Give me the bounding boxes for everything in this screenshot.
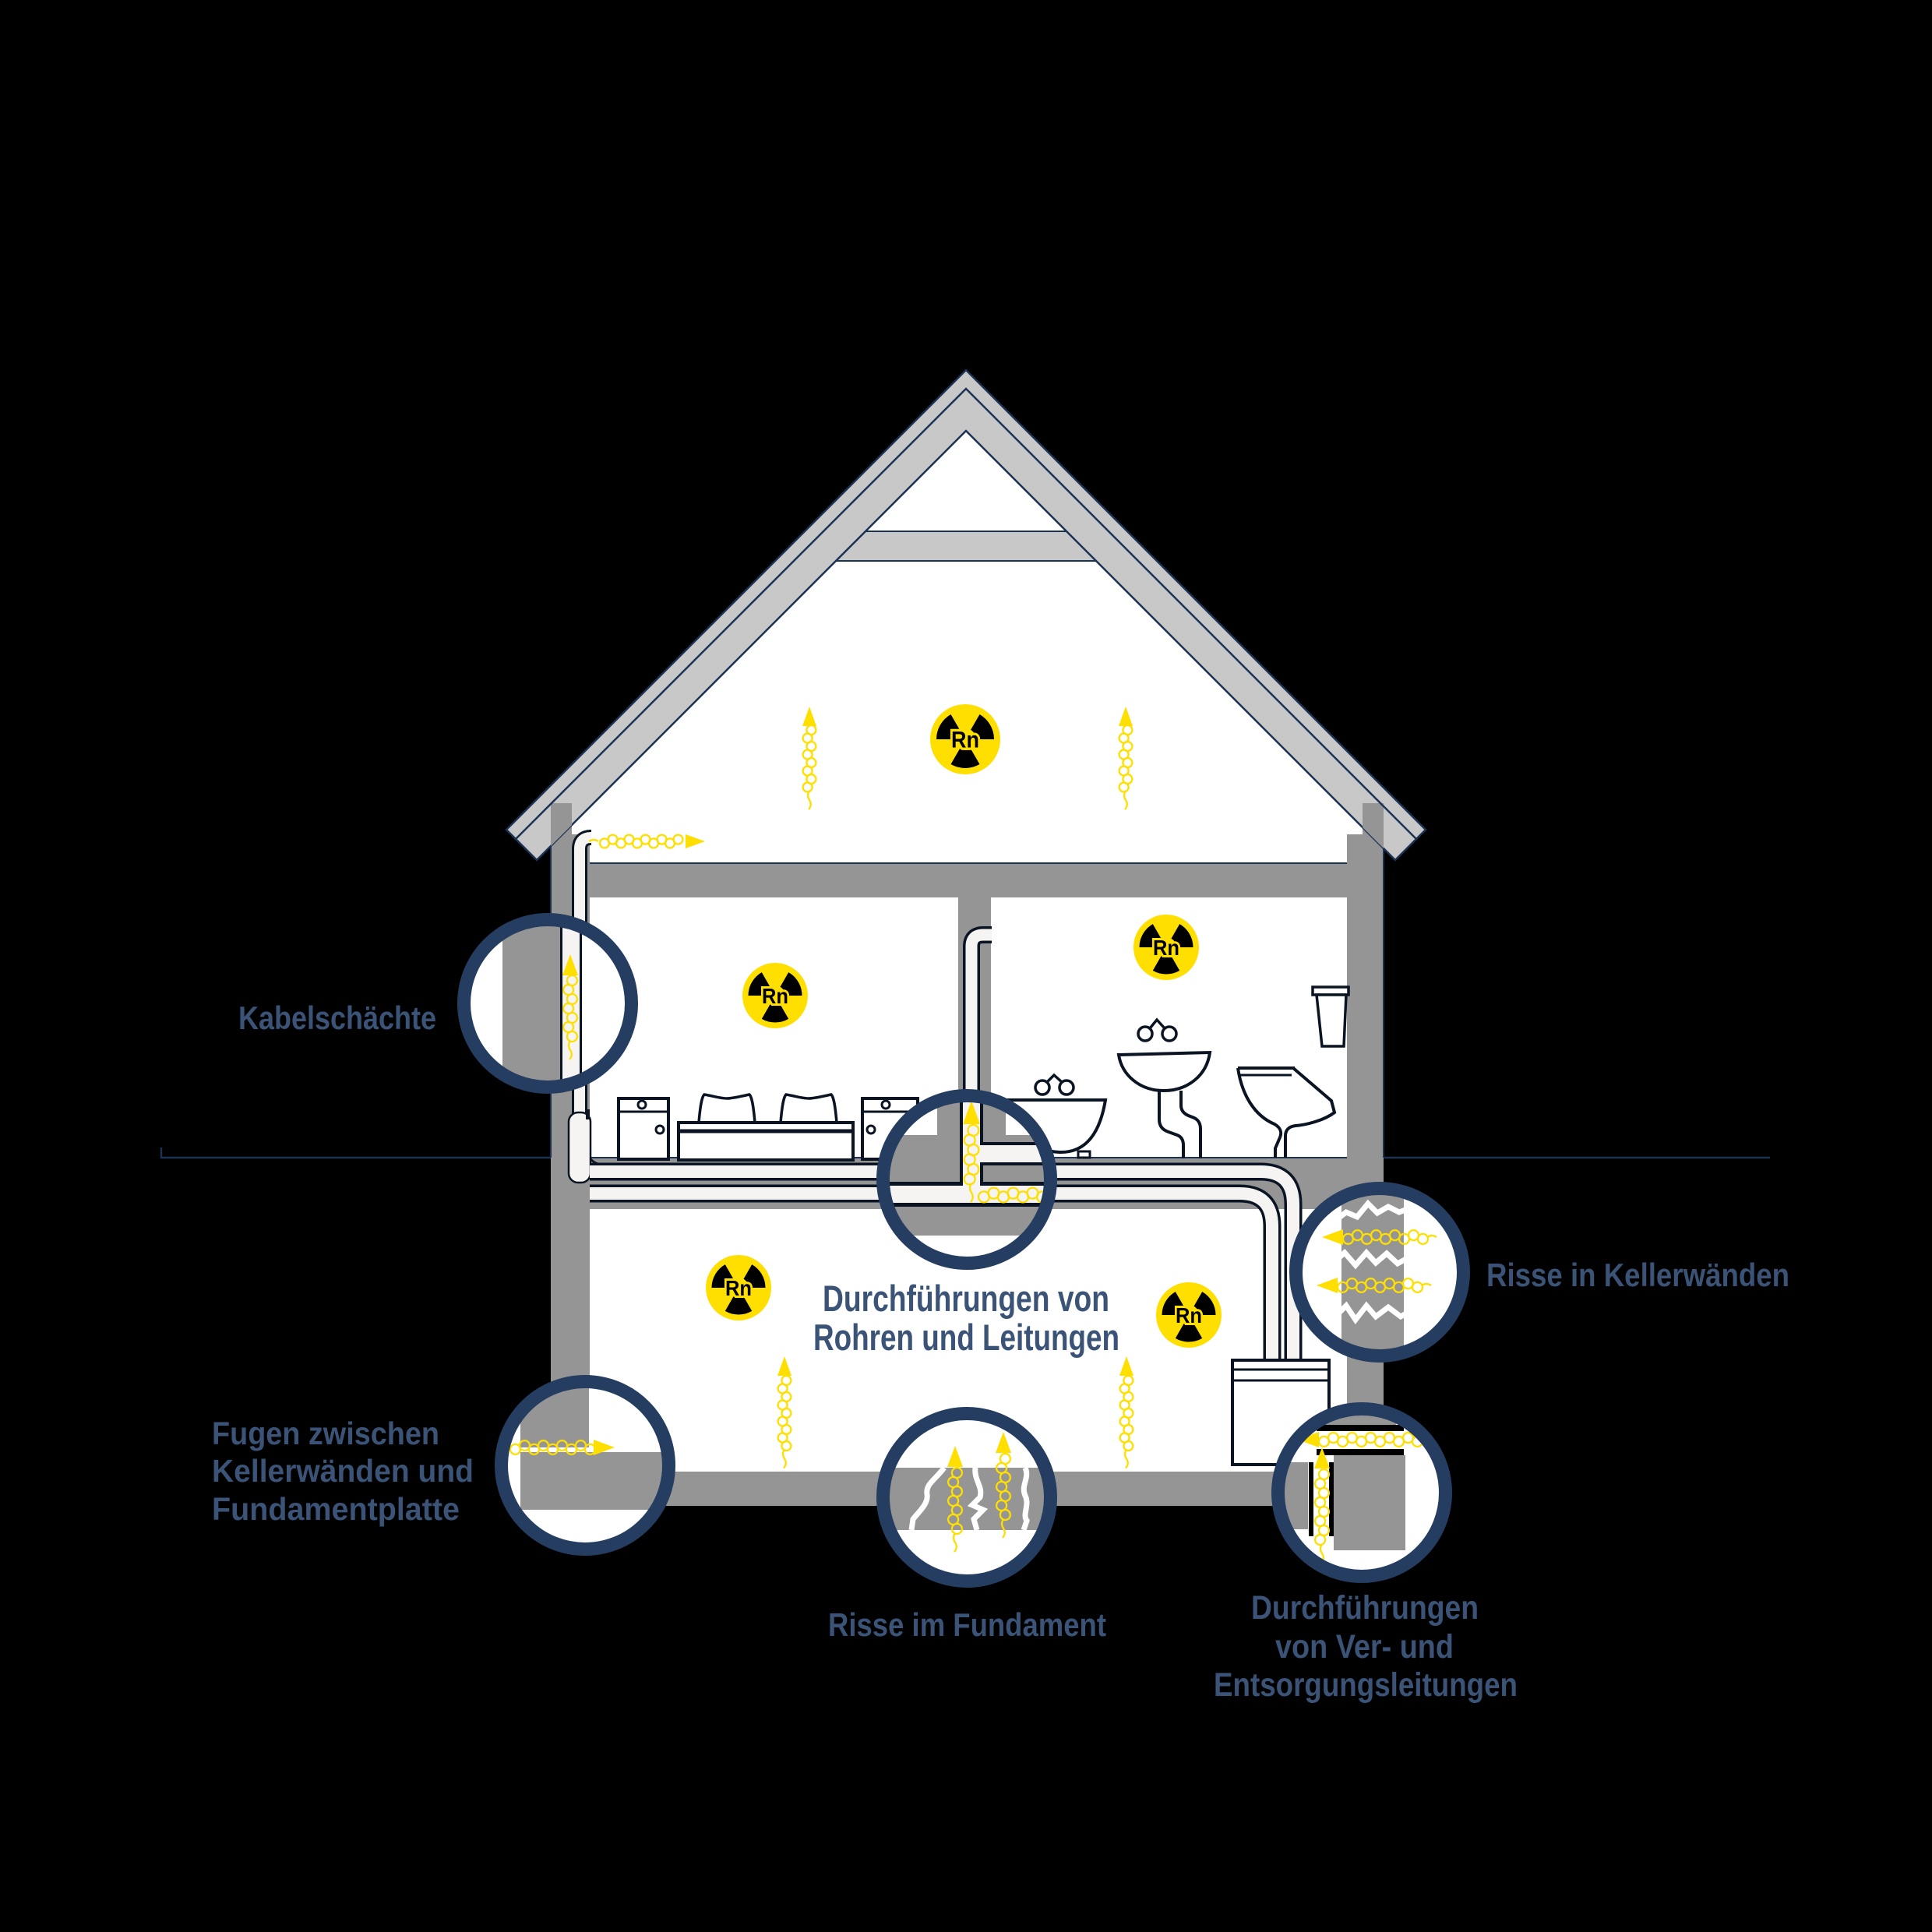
svg-text:Rohren und Leitungen: Rohren und Leitungen (813, 1317, 1119, 1358)
svg-text:Fundamentplatte: Fundamentplatte (212, 1491, 460, 1527)
svg-text:Durchführungen: Durchführungen (1251, 1589, 1479, 1627)
svg-text:Rn: Rn (951, 728, 979, 753)
svg-text:Risse in Kellerwänden: Risse in Kellerwänden (1486, 1257, 1789, 1293)
svg-text:Durchführungen von: Durchführungen von (823, 1278, 1109, 1319)
svg-text:Kabelschächte: Kabelschächte (238, 999, 436, 1036)
svg-text:Risse im Fundament: Risse im Fundament (828, 1606, 1106, 1643)
svg-text:Fugen zwischen: Fugen zwischen (212, 1416, 439, 1451)
svg-text:Kellerwänden und: Kellerwänden und (212, 1453, 474, 1489)
svg-text:Rn: Rn (1176, 1303, 1202, 1327)
svg-text:Rn: Rn (725, 1276, 752, 1300)
svg-text:von Ver- und: von Ver- und (1275, 1628, 1454, 1666)
svg-text:Rn: Rn (1153, 936, 1179, 960)
svg-text:Entsorgungsleitungen: Entsorgungsleitungen (1214, 1666, 1518, 1704)
svg-text:Rn: Rn (762, 984, 788, 1008)
